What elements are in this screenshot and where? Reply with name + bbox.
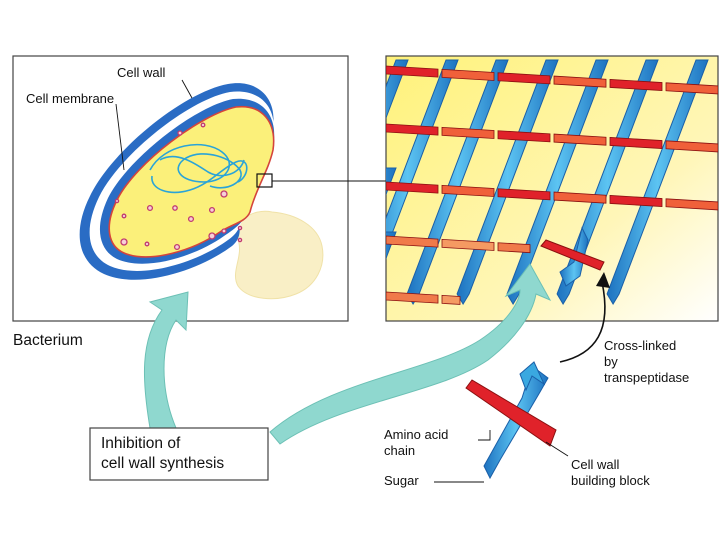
amino-acid-crosslink bbox=[665, 198, 718, 211]
amino-acid-crosslink bbox=[441, 68, 495, 81]
sugar-label: Sugar bbox=[384, 473, 419, 488]
nucleoid-dna bbox=[149, 143, 248, 194]
sugar-chain bbox=[386, 59, 459, 251]
arrow-to-bacterium bbox=[143, 291, 189, 429]
bacterium-label: Bacterium bbox=[13, 332, 83, 349]
building-block-leader bbox=[545, 441, 569, 457]
building-block-label-line1: Cell wall bbox=[571, 457, 620, 472]
building-block-detail bbox=[465, 361, 557, 480]
cell-wall-label: Cell wall bbox=[117, 65, 166, 80]
inhibition-label-line2: cell wall synthesis bbox=[101, 455, 224, 472]
amino-acid-label-line1: Amino acid bbox=[384, 427, 448, 442]
amino-acid-crosslink bbox=[665, 82, 718, 95]
amino-acid-crosslink bbox=[609, 195, 663, 207]
amino-acid-crosslink bbox=[441, 238, 495, 251]
cross-linked-line2: by bbox=[604, 354, 618, 369]
amino-acid-crosslink bbox=[386, 181, 439, 194]
cell-membrane-label: Cell membrane bbox=[26, 91, 114, 106]
inhibition-label-line1: Inhibition of bbox=[101, 435, 181, 452]
amino-acid-crosslink bbox=[497, 188, 551, 201]
amino-acid-crosslink bbox=[386, 235, 439, 248]
amino-acid-segment bbox=[465, 379, 557, 447]
sugar-chain bbox=[506, 59, 609, 305]
amino-acid-crosslink bbox=[609, 137, 663, 149]
cross-link-arrowhead bbox=[596, 272, 610, 288]
inhibition-arrows bbox=[143, 263, 552, 445]
amino-acid-crosslink bbox=[497, 242, 531, 254]
amino-acid-leader bbox=[478, 430, 491, 441]
amino-acid-crosslinks bbox=[386, 65, 718, 305]
cell-debris bbox=[234, 210, 324, 300]
cross-linked-line3: transpeptidase bbox=[604, 370, 689, 385]
amino-acid-label-line2: chain bbox=[384, 443, 415, 458]
arrow-to-cell-wall bbox=[269, 263, 552, 445]
amino-acid-crosslink bbox=[497, 72, 551, 85]
amino-acid-crosslink bbox=[665, 140, 718, 153]
cross-link-arrow bbox=[559, 281, 606, 363]
cell-wall-leader bbox=[181, 79, 193, 99]
amino-acid-crosslink bbox=[386, 123, 439, 136]
amino-acid-crosslink bbox=[553, 75, 607, 88]
amino-acid-crosslink bbox=[441, 294, 461, 305]
cell-granules bbox=[114, 122, 243, 251]
amino-acid-crosslink bbox=[553, 191, 607, 204]
amino-acid-crosslink bbox=[441, 126, 495, 139]
amino-acid-crosslink bbox=[553, 133, 607, 146]
amino-acid-crosslink bbox=[441, 184, 495, 197]
amino-acid-crosslink bbox=[386, 65, 439, 78]
inhibition-box bbox=[89, 427, 269, 481]
cell-membrane-leader bbox=[115, 103, 125, 171]
amino-acid-crosslink bbox=[386, 291, 439, 304]
bacterium-cell bbox=[79, 83, 275, 280]
cross-linked-line1: Cross-linked bbox=[604, 338, 676, 353]
amino-acid-crosslink bbox=[609, 79, 663, 91]
sugar-chain bbox=[606, 59, 709, 305]
building-block-label-line2: building block bbox=[571, 473, 650, 488]
new-building-block bbox=[540, 226, 605, 287]
amino-acid-crosslink bbox=[497, 130, 551, 143]
